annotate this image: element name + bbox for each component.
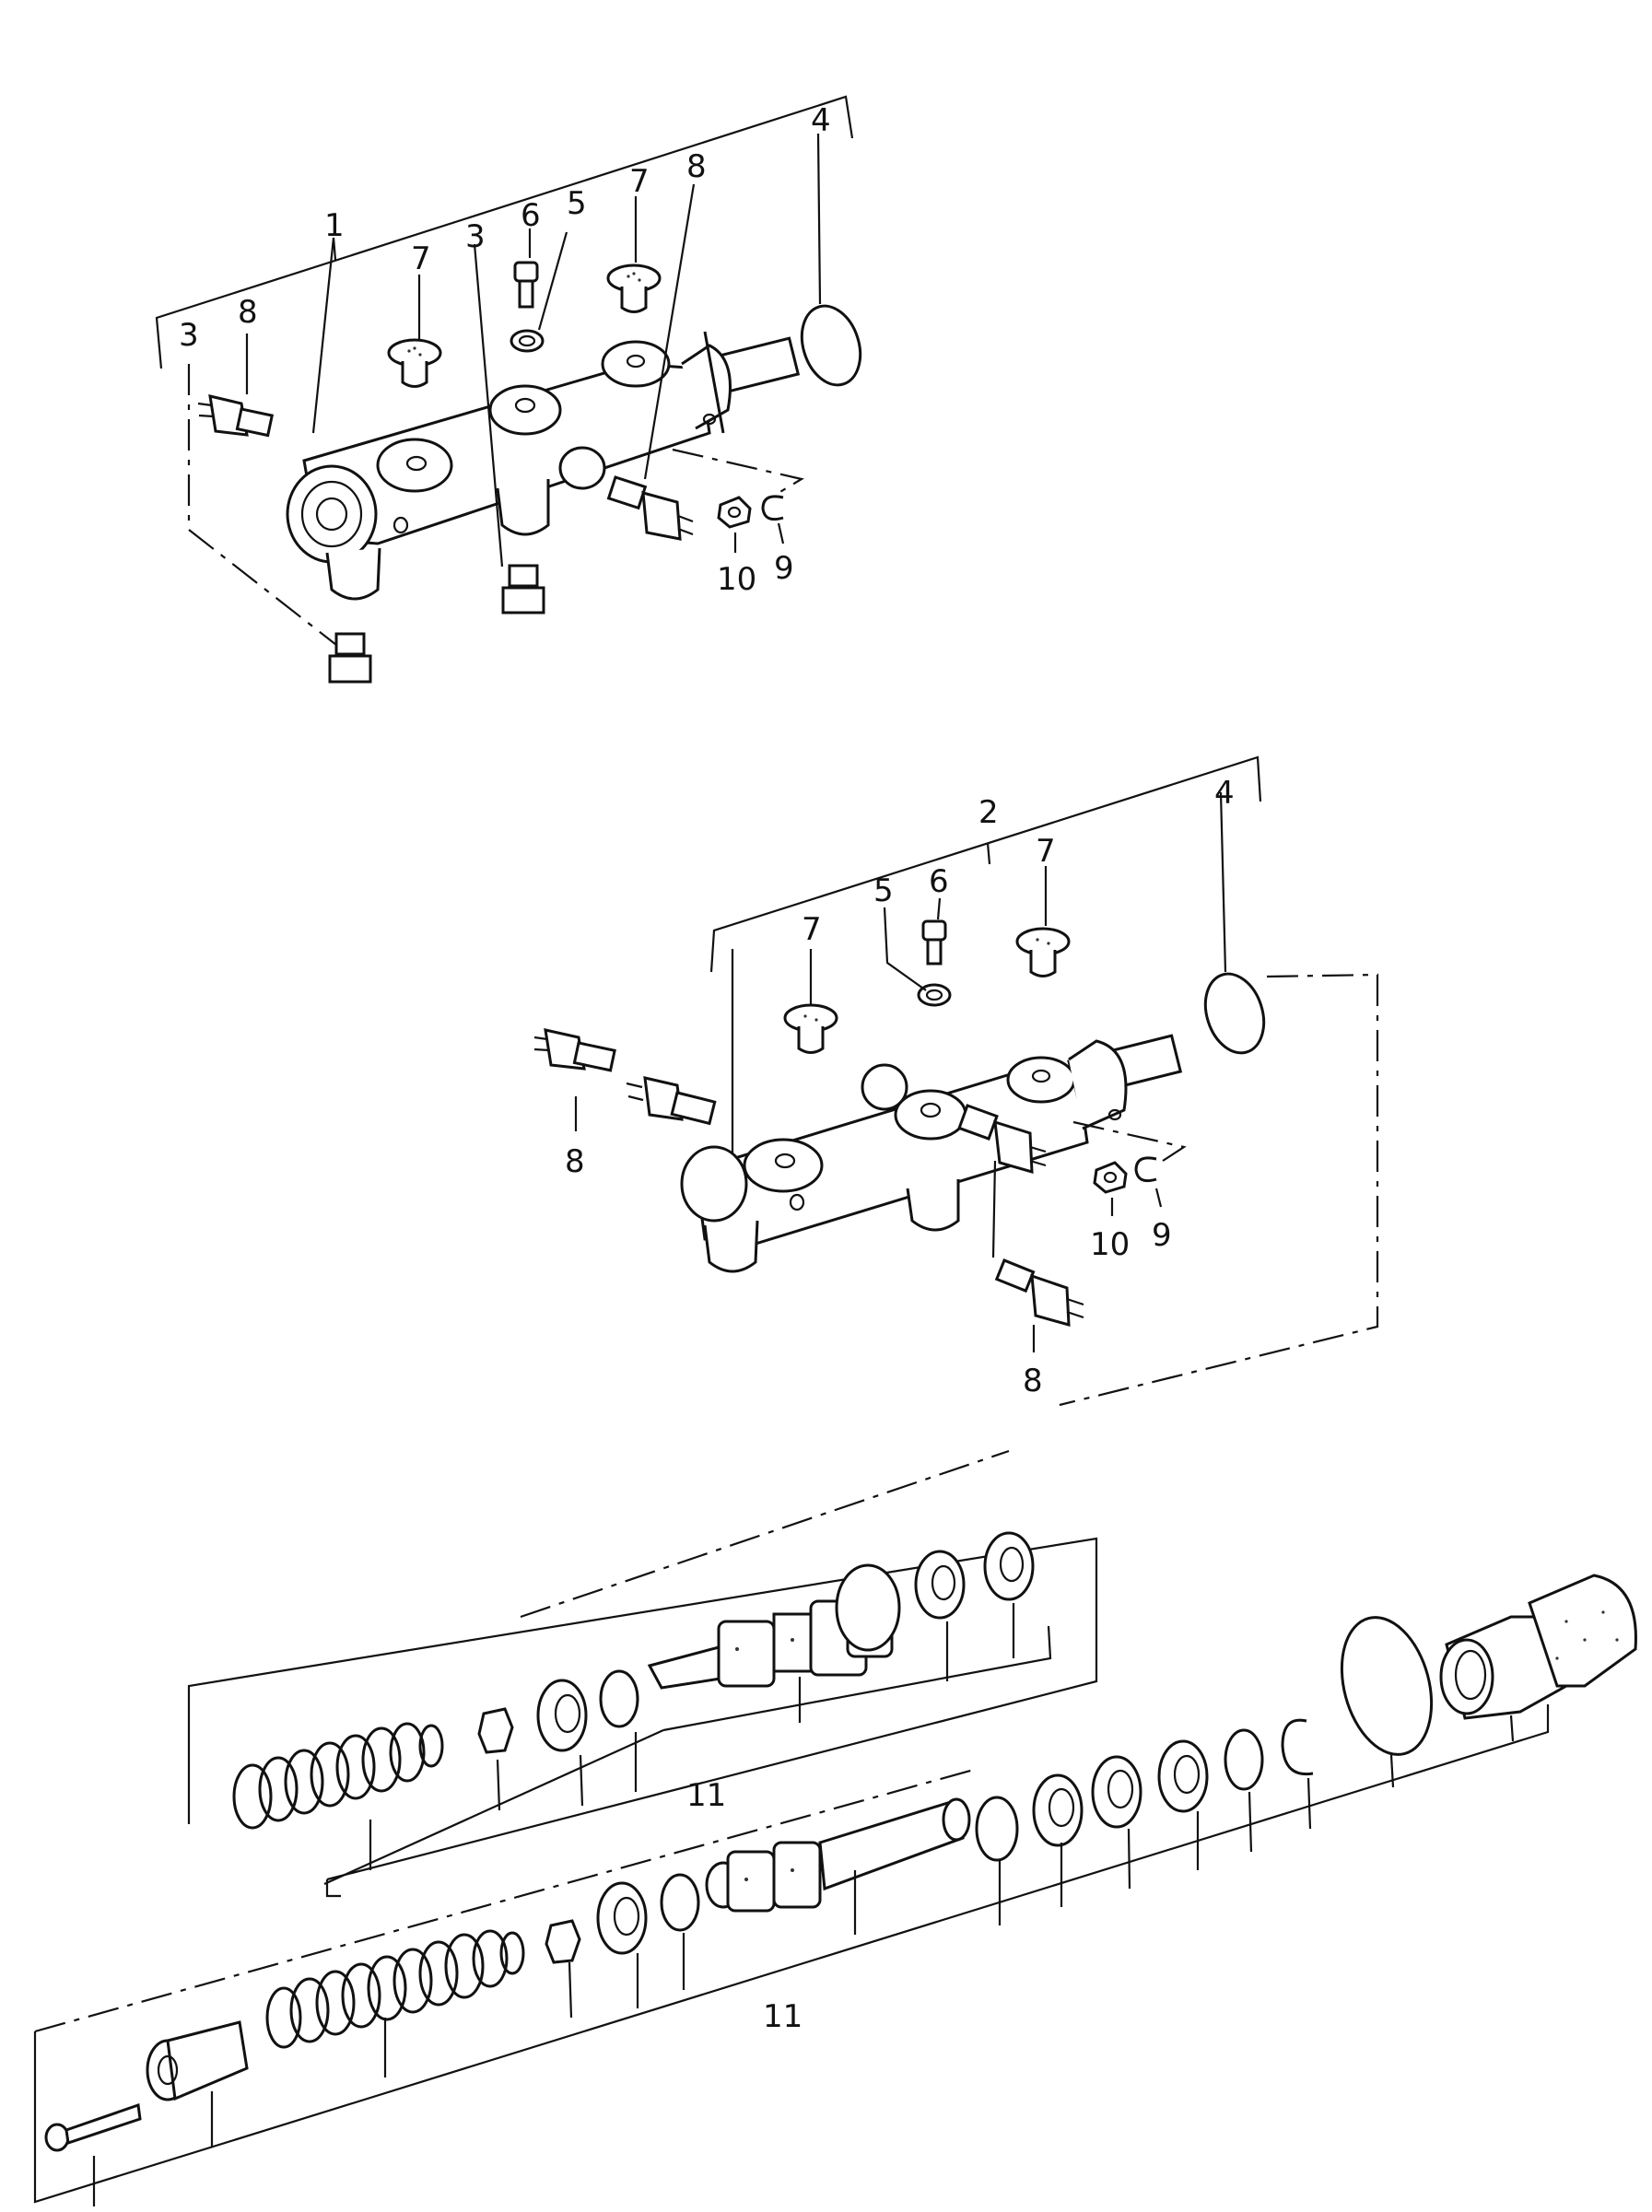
washer-lower-2 — [975, 1796, 1019, 1862]
union-fitting-3b — [501, 564, 545, 614]
stop-screw-6 — [513, 261, 539, 309]
callout-7c: 7 — [802, 911, 822, 948]
callout-10: 10 — [717, 561, 756, 598]
lock-washer-9b — [1134, 1156, 1157, 1183]
cup-seal-upper-2 — [914, 1550, 966, 1620]
brake-light-switch-8c — [533, 1028, 616, 1072]
lock-washer-9 — [761, 495, 784, 521]
cup-seal-lower — [596, 1881, 648, 1955]
callout-11-upper: 11 — [686, 1777, 726, 1814]
callout-7-left: 7 — [411, 240, 431, 277]
o-ring-4b — [1203, 972, 1266, 1055]
bracket-1 — [155, 95, 854, 369]
reservoir-plug-7c — [783, 1003, 838, 1054]
cylinder-body-1 — [286, 331, 801, 601]
spring-seat-upper — [477, 1707, 514, 1754]
brake-light-switch-8b — [606, 475, 694, 541]
seal-washer-5b — [917, 983, 952, 1007]
o-ring-large — [1340, 1616, 1434, 1756]
washer-lower-3 — [1224, 1728, 1264, 1791]
seal-washer-5 — [510, 329, 545, 353]
callout-6: 6 — [521, 197, 541, 234]
washer-upper — [599, 1669, 639, 1728]
cup-seal-lower-2 — [1032, 1773, 1084, 1847]
dust-boot — [1439, 1574, 1637, 1720]
circlip — [1281, 1718, 1314, 1776]
callout-10b: 10 — [1090, 1226, 1130, 1263]
stop-screw-6b — [921, 919, 947, 966]
callout-8f: 8 — [1023, 1363, 1043, 1399]
bracket-2 — [709, 755, 1262, 973]
callout-1: 1 — [324, 207, 345, 244]
reservoir-plug-7a — [387, 338, 442, 388]
callout-4b: 4 — [1214, 775, 1235, 812]
union-fitting-3a — [328, 632, 372, 684]
callout-8-right: 8 — [686, 148, 707, 185]
spring-lower — [265, 1929, 525, 2049]
callout-6b: 6 — [929, 863, 949, 900]
brake-light-switch-8a — [197, 394, 275, 438]
assembly-1: 1 3 8 7 3 6 5 7 8 4 10 9 — [155, 95, 862, 684]
cup-seal-upper-3 — [983, 1531, 1035, 1601]
callout-2: 2 — [978, 794, 999, 831]
valve-body-lower — [146, 2020, 249, 2101]
piston-lower — [705, 1797, 971, 1913]
callout-11-lower: 11 — [763, 1998, 803, 2035]
reservoir-plug-7d — [1015, 927, 1071, 977]
callout-9: 9 — [774, 550, 794, 587]
brake-light-switch-8f — [994, 1258, 1084, 1328]
callout-4: 4 — [811, 102, 831, 139]
callout-3-mid: 3 — [465, 218, 486, 255]
hex-nut-10b — [1093, 1161, 1128, 1194]
cup-seal-lower-4 — [1157, 1739, 1209, 1813]
callout-7-right: 7 — [629, 163, 650, 200]
kit-bracket-lower — [33, 1704, 1550, 2204]
assembly-2: 2 4 7 5 6 7 8 10 9 8 — [533, 755, 1379, 1407]
spring-seat-lower — [545, 1919, 581, 1964]
o-ring-4 — [800, 304, 862, 387]
callout-7d: 7 — [1036, 833, 1056, 870]
callout-9b: 9 — [1152, 1217, 1172, 1254]
bolt-lower — [44, 2102, 142, 2152]
repair-kit-11-lower: 11 — [33, 1574, 1637, 2206]
callout-8c: 8 — [565, 1143, 585, 1180]
spring-upper — [232, 1722, 444, 1830]
reservoir-plug-7b — [606, 263, 662, 313]
repair-kit-11-upper: 11 — [187, 1449, 1098, 1898]
callout-8-left: 8 — [238, 294, 258, 331]
washer-lower — [660, 1873, 700, 1932]
callout-3-left: 3 — [179, 317, 199, 354]
callout-5b: 5 — [873, 872, 894, 909]
kit-bracket-upper — [187, 1537, 1098, 1881]
callout-5: 5 — [567, 185, 587, 222]
brake-light-switch-8e — [957, 1104, 1047, 1175]
hex-nut-10 — [717, 496, 752, 529]
cup-seal-lower-3 — [1091, 1755, 1142, 1829]
brake-light-switch-8d — [626, 1076, 717, 1126]
cup-seal-upper — [536, 1679, 588, 1752]
piston-upper — [647, 1563, 901, 1690]
